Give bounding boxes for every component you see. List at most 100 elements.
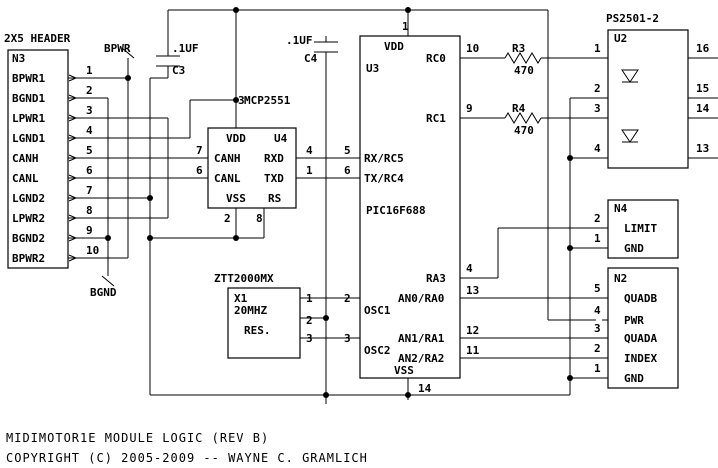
x1-res: RES.	[244, 324, 271, 337]
u3-rx: RX/RC5	[364, 152, 404, 165]
u3-an1: AN1/RA1	[398, 332, 445, 345]
u4-pin4: 4	[306, 144, 313, 157]
n3-pin-number: 3	[86, 104, 93, 117]
u2-pin3: 3	[594, 102, 601, 115]
n3-pin-numbers: 1 2 3 4 5 6 7 8 9 10	[86, 64, 99, 257]
n3-pin-label: CANH	[12, 152, 39, 165]
junctions	[105, 7, 573, 398]
capacitor-c3	[156, 55, 180, 67]
u3-pin14: 14	[418, 382, 432, 395]
capacitor-c4	[314, 41, 338, 53]
u2-pin15: 15	[696, 82, 709, 95]
x1-pin3: 3	[306, 332, 313, 345]
n3-pin-label: LPWR2	[12, 212, 45, 225]
x1-part: ZTT2000MX	[214, 272, 274, 285]
u3-rc0: RC0	[426, 52, 446, 65]
x1-box	[227, 287, 301, 359]
u3-pin11: 11	[466, 344, 480, 357]
u4-pin3: 3	[238, 94, 245, 107]
n3-pin-label: CANL	[12, 172, 39, 185]
u4-pin6: 6	[196, 164, 203, 177]
n4-pin-label: LIMIT	[624, 222, 657, 235]
n2-pin-number: 4	[594, 304, 601, 317]
u4-vss: VSS	[226, 192, 246, 205]
n2-pin-label: QUADA	[624, 332, 657, 345]
u3-pin4: 4	[466, 262, 473, 275]
u2-box	[607, 29, 689, 169]
u3-pin3: 3	[344, 332, 351, 345]
u4-pin1: 1	[306, 164, 313, 177]
n3-pin-number: 4	[86, 124, 93, 137]
u2-pin2: 2	[594, 82, 601, 95]
u4-pin2: 2	[224, 212, 231, 225]
r4-value: 470	[514, 124, 534, 137]
u3-box	[359, 35, 461, 379]
u3-part: PIC16F688	[366, 204, 426, 217]
u3-pin12: 12	[466, 324, 479, 337]
u4-pin7: 7	[196, 144, 203, 157]
u2-led-2	[621, 129, 639, 143]
n4-pin-label: GND	[624, 242, 644, 255]
u3-vdd: VDD	[384, 40, 404, 53]
u4-canh: CANH	[214, 152, 241, 165]
resistor-r4	[504, 112, 542, 124]
u3-ref: U3	[366, 62, 379, 75]
u2-pin1: 1	[594, 42, 601, 55]
u4-canl: CANL	[214, 172, 241, 185]
u3-an2: AN2/RA2	[398, 352, 444, 365]
n3-pin-labels: BPWR1 BGND1 LPWR1 LGND1 CANH CANL LGND2 …	[12, 72, 45, 265]
n3-pin-number: 6	[86, 164, 93, 177]
u3-pin5: 5	[344, 144, 351, 157]
bpwr-net-label: BPWR	[104, 42, 131, 55]
n3-pin-label: BPWR1	[12, 72, 45, 85]
n4-pin-number: 2	[594, 212, 601, 225]
u3-vss: VSS	[394, 364, 414, 377]
x1-ref: X1	[234, 292, 248, 305]
u3-pin10: 10	[466, 42, 479, 55]
u2-pin14: 14	[696, 102, 710, 115]
n3-pin-number: 10	[86, 244, 99, 257]
n2-pin-number: 3	[594, 322, 601, 335]
u4-box	[207, 127, 297, 209]
n3-pin-number: 7	[86, 184, 93, 197]
u3-tx: TX/RC4	[364, 172, 404, 185]
n4-pin-number: 1	[594, 232, 601, 245]
u2-pin4: 4	[594, 142, 601, 155]
n3-box	[7, 49, 69, 269]
title-line-2: COPYRIGHT (C) 2005-2009 -- WAYNE C. GRAM…	[6, 451, 368, 465]
n3-pin-label: LPWR1	[12, 112, 45, 125]
r3-ref: R3	[512, 42, 525, 55]
n2-pin-label: QUADB	[624, 292, 657, 305]
u4-txd: TXD	[264, 172, 284, 185]
n3-pin-label: LGND2	[12, 192, 45, 205]
u2-ref: U2	[614, 32, 627, 45]
n3-ref: N3	[12, 52, 25, 65]
u3-pin9: 9	[466, 102, 473, 115]
u3-osc2: OSC2	[364, 344, 391, 357]
u3-pin1: 1	[402, 20, 409, 33]
n3-pin-number: 2	[86, 84, 93, 97]
header-title: 2X5 HEADER	[4, 32, 71, 45]
u3-pin2: 2	[344, 292, 351, 305]
n4-ref: N4	[614, 202, 628, 215]
n2-pin-label: GND	[624, 372, 644, 385]
u2-pin13: 13	[696, 142, 709, 155]
n2-ref: N2	[614, 272, 627, 285]
n3-pin-number: 8	[86, 204, 93, 217]
x1-freq: 20MHZ	[234, 304, 267, 317]
c4-ref: C4	[304, 52, 318, 65]
title-line-1: MIDIMOTOR1E MODULE LOGIC (REV B)	[6, 431, 269, 445]
u3-rc1: RC1	[426, 112, 446, 125]
n4-box	[607, 199, 679, 259]
n2-pin-label: PWR	[624, 314, 644, 327]
n2-pin-number: 5	[594, 282, 601, 295]
u4-ref: U4	[274, 132, 288, 145]
u3-pin13: 13	[466, 284, 479, 297]
r3-value: 470	[514, 64, 534, 77]
u4-rs: RS	[268, 192, 281, 205]
resistor-r3	[504, 52, 542, 64]
n3-pin-label: BPWR2	[12, 252, 45, 265]
u2-led-1	[621, 69, 639, 83]
bgnd-net-label: BGND	[90, 286, 117, 299]
